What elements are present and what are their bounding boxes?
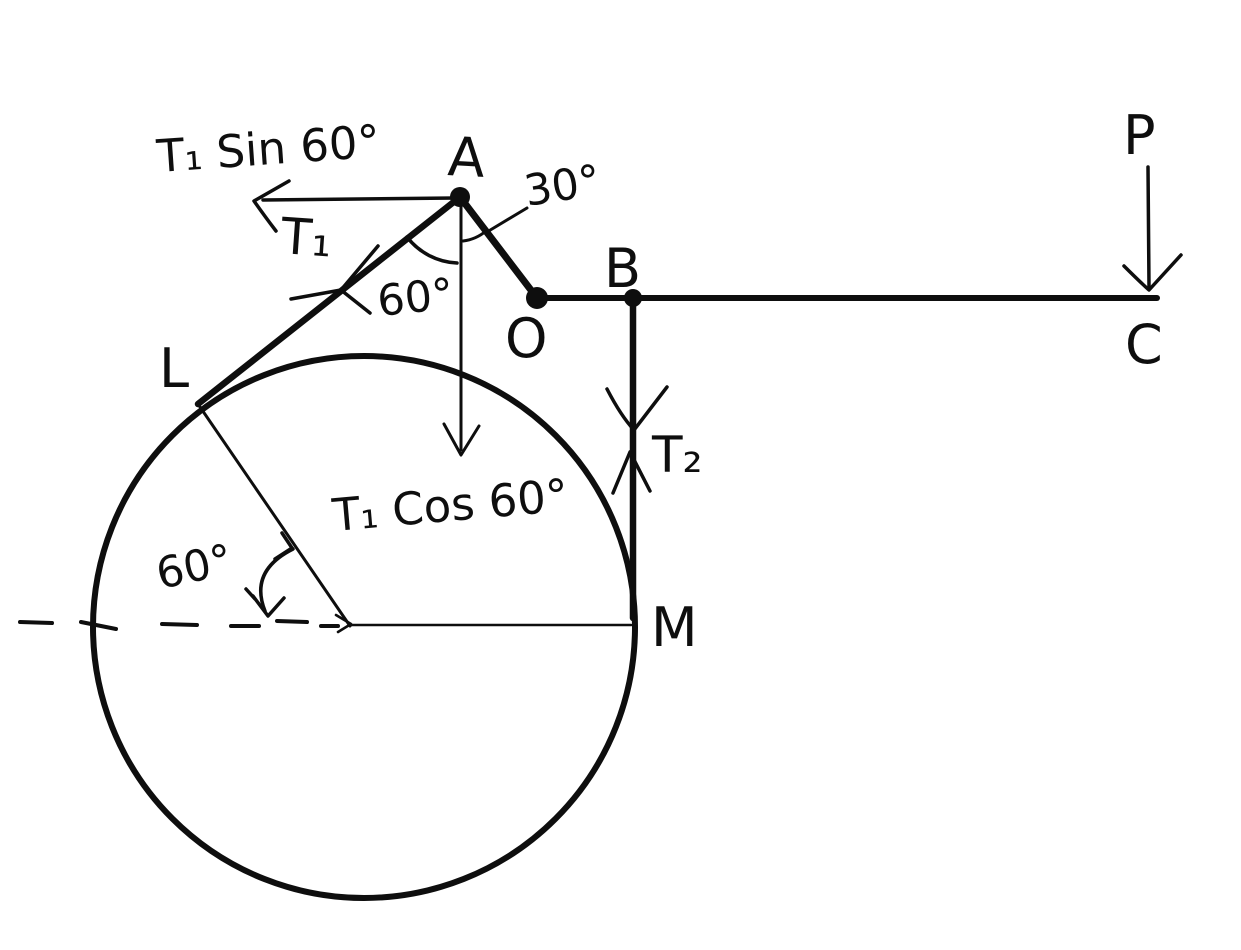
dashed-center-line: [18, 619, 340, 631]
center-junction-arrowhead-icon: [334, 613, 353, 634]
angle-arc-center-arrowhead-bottom-icon: [244, 587, 286, 618]
angle-arc-60-at-A: [405, 235, 459, 265]
angle-arcs-group: [244, 206, 529, 618]
force-arrows-group: [252, 165, 1183, 495]
drum-circle: [90, 353, 638, 901]
labels-group: T₁ Sin 60° A 30° B T₁ 60° L O C P T₂ M T…: [152, 104, 1163, 659]
label-angle-30: 30°: [521, 156, 604, 217]
members-group: [194, 187, 1160, 622]
member-A-L-tangent: [194, 193, 464, 408]
label-point-c: C: [1125, 313, 1163, 376]
construction-lines-group: [18, 402, 633, 634]
label-force-p: P: [1123, 104, 1156, 167]
label-angle-60-at-a: 60°: [375, 269, 456, 327]
t1-sin60-arrowhead-icon: [252, 179, 291, 233]
member-A-O: [456, 193, 541, 302]
drum-group: [90, 353, 638, 901]
dash-segment: [18, 620, 54, 625]
label-point-o: O: [505, 307, 548, 370]
p-arrowhead-icon: [1122, 253, 1183, 292]
angle-arc-center-arrowhead-top-icon: [273, 531, 294, 561]
p-arrow-shaft: [1146, 165, 1151, 288]
label-point-b: B: [604, 237, 641, 300]
label-point-m: M: [651, 596, 698, 659]
t1-arrowhead-slash: [289, 288, 343, 301]
angle-30-leader-line: [485, 206, 529, 234]
label-point-l: L: [159, 337, 189, 400]
joint-dot-O: [526, 287, 548, 309]
dash-segment: [160, 622, 199, 627]
radius-line-L-center: [196, 402, 352, 628]
dash-segment-circle-tick: [79, 620, 118, 631]
angle-arc-30-at-A: [461, 229, 488, 243]
t2-upper-arrowhead-icon: [605, 385, 669, 432]
t1-sin60-arrow-shaft: [261, 196, 457, 202]
joint-dot-A: [450, 187, 470, 207]
label-angle-60-center: 60°: [152, 535, 237, 600]
t2-lower-arrowhead-icon: [611, 450, 652, 495]
label-t1-sin60: T₁ Sin 60°: [154, 115, 382, 184]
label-force-t2: T₂: [651, 426, 703, 484]
label-point-a: A: [446, 125, 486, 190]
label-force-t1: T₁: [278, 207, 334, 268]
dash-segment: [275, 619, 309, 624]
label-t1-cos60: T₁ Cos 60°: [329, 469, 570, 542]
t1-cos60-arrowhead-icon: [442, 422, 481, 457]
joint-dot-B: [624, 289, 642, 307]
